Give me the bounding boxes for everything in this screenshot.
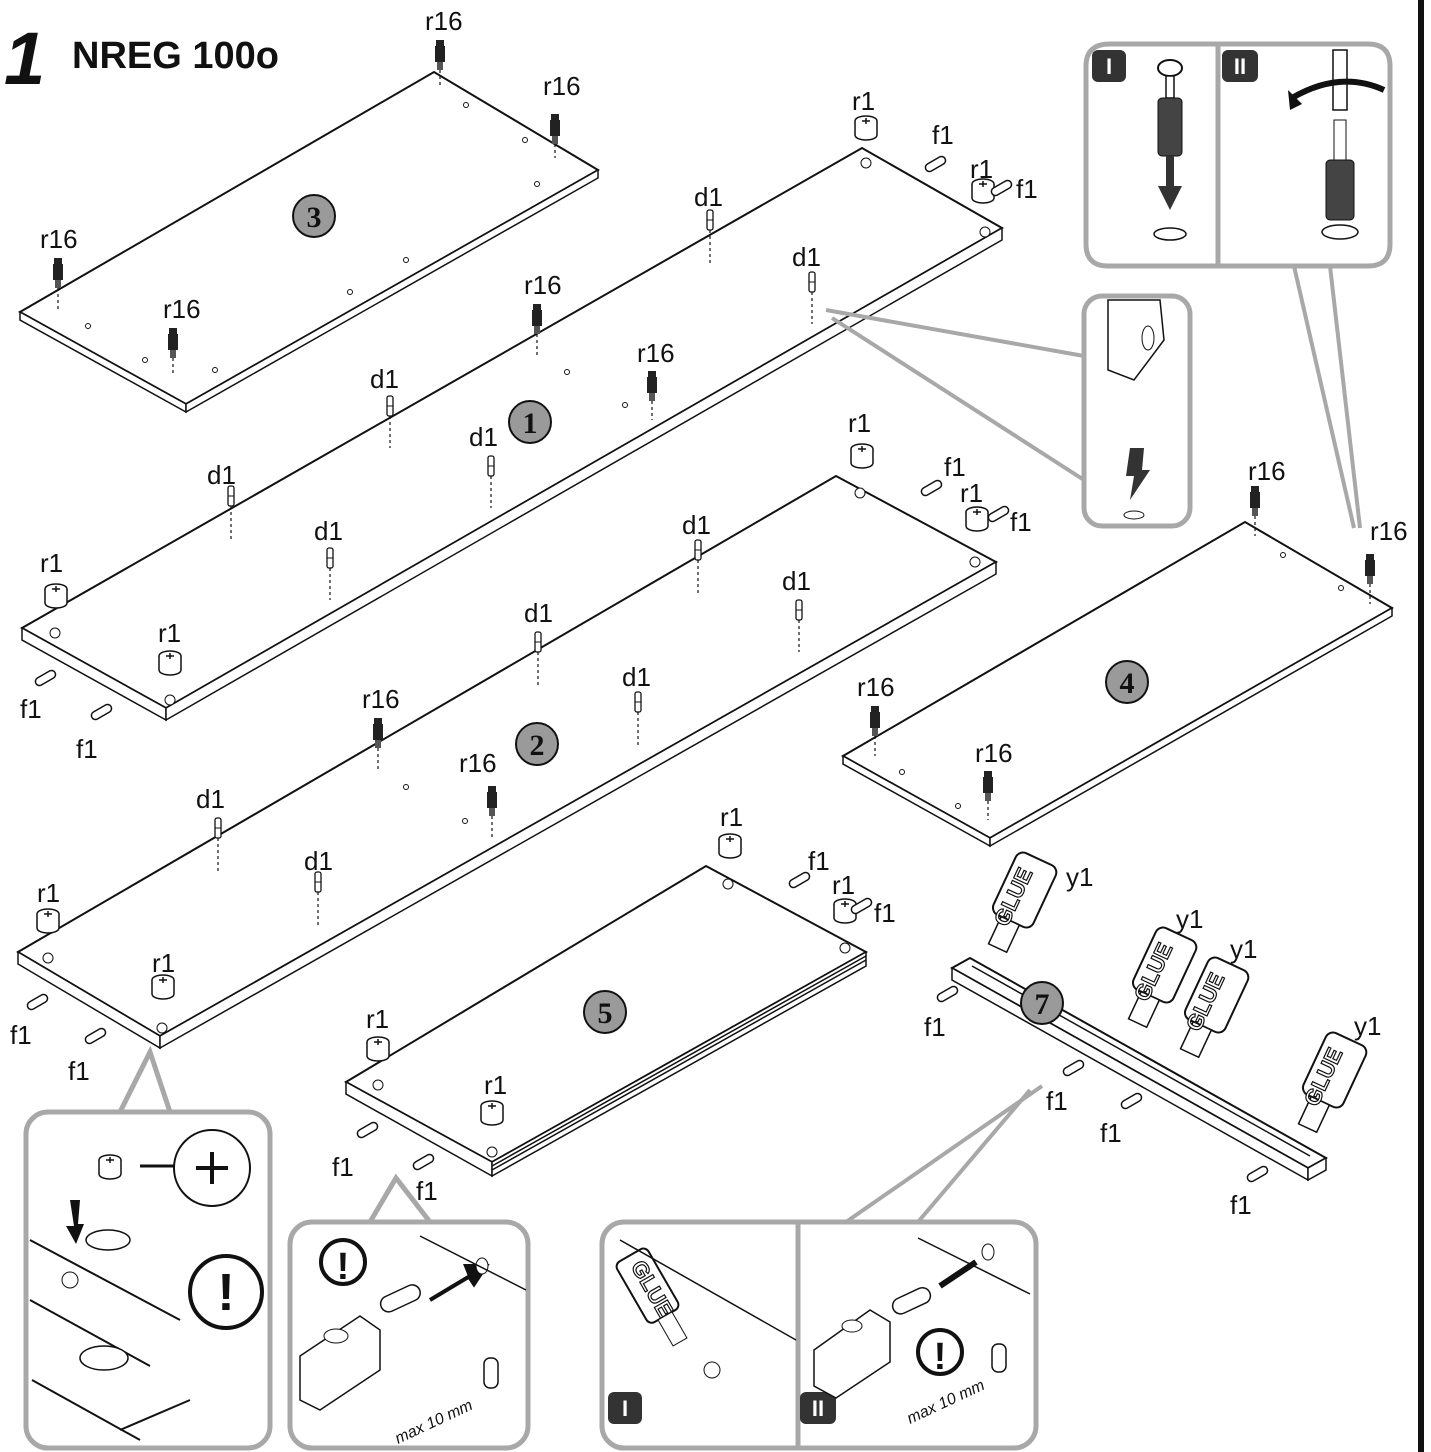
panel-3-badge: 3 bbox=[292, 194, 336, 238]
glue-bottle: GLUE bbox=[1179, 956, 1250, 1059]
svg-text:d1: d1 bbox=[304, 846, 333, 876]
svg-text:r1: r1 bbox=[852, 86, 875, 116]
svg-text:r1: r1 bbox=[40, 548, 63, 578]
panel-1-badge: 1 bbox=[508, 400, 552, 444]
svg-text:f1: f1 bbox=[944, 452, 966, 482]
page-border bbox=[1418, 0, 1424, 1452]
svg-text:r1: r1 bbox=[960, 478, 983, 508]
svg-text:f1: f1 bbox=[874, 898, 896, 928]
svg-text:r16: r16 bbox=[459, 748, 497, 778]
panel-5-badge: 5 bbox=[583, 990, 627, 1034]
svg-text:d1: d1 bbox=[314, 516, 343, 546]
callout-peg-detail bbox=[825, 293, 1193, 529]
svg-text:f1: f1 bbox=[1100, 1118, 1122, 1148]
svg-text:r16: r16 bbox=[637, 338, 675, 368]
svg-text:r16: r16 bbox=[40, 224, 78, 254]
svg-text:!: ! bbox=[934, 1336, 947, 1378]
svg-text:d1: d1 bbox=[207, 460, 236, 490]
svg-text:4: 4 bbox=[1120, 667, 1135, 700]
svg-text:r1: r1 bbox=[366, 1004, 389, 1034]
glue-bottle: GLUE bbox=[1297, 1031, 1368, 1134]
svg-text:I: I bbox=[1106, 54, 1112, 79]
glue-bottle: GLUE bbox=[1127, 926, 1198, 1029]
svg-text:r16: r16 bbox=[975, 738, 1013, 768]
svg-text:f1: f1 bbox=[1046, 1086, 1068, 1116]
glue-bottle: GLUE bbox=[987, 851, 1058, 954]
svg-text:5: 5 bbox=[598, 997, 613, 1030]
svg-text:y1: y1 bbox=[1066, 862, 1093, 892]
svg-text:II: II bbox=[812, 1396, 824, 1421]
svg-text:y1: y1 bbox=[1354, 1011, 1381, 1041]
svg-text:f1: f1 bbox=[416, 1176, 438, 1206]
svg-text:f1: f1 bbox=[1230, 1190, 1252, 1220]
svg-text:f1: f1 bbox=[20, 694, 42, 724]
svg-text:!: ! bbox=[337, 1246, 350, 1288]
svg-text:3: 3 bbox=[307, 201, 322, 234]
svg-text:d1: d1 bbox=[682, 510, 711, 540]
screw-r16 bbox=[53, 40, 1375, 838]
svg-text:d1: d1 bbox=[370, 364, 399, 394]
svg-text:f1: f1 bbox=[68, 1056, 90, 1086]
svg-text:d1: d1 bbox=[694, 182, 723, 212]
step-number: 1 bbox=[4, 17, 45, 100]
callout-screw-detail: I II bbox=[1083, 41, 1393, 529]
svg-text:y1: y1 bbox=[1230, 934, 1257, 964]
panel-7-badge: 7 bbox=[1020, 981, 1064, 1025]
svg-text:r1: r1 bbox=[484, 1070, 507, 1100]
svg-text:r16: r16 bbox=[163, 294, 201, 324]
panel-3 bbox=[17, 70, 600, 414]
svg-text:d1: d1 bbox=[792, 242, 821, 272]
svg-text:r1: r1 bbox=[720, 802, 743, 832]
svg-text:r1: r1 bbox=[970, 154, 993, 184]
svg-text:f1: f1 bbox=[808, 846, 830, 876]
svg-text:2: 2 bbox=[530, 729, 545, 762]
svg-text:r1: r1 bbox=[832, 870, 855, 900]
svg-text:d1: d1 bbox=[622, 662, 651, 692]
svg-text:r16: r16 bbox=[1248, 456, 1286, 486]
svg-text:!: ! bbox=[217, 1264, 234, 1322]
svg-text:r16: r16 bbox=[362, 684, 400, 714]
svg-text:II: II bbox=[1234, 54, 1246, 79]
svg-text:d1: d1 bbox=[196, 784, 225, 814]
svg-text:7: 7 bbox=[1035, 988, 1050, 1021]
svg-text:1: 1 bbox=[523, 407, 538, 440]
svg-text:d1: d1 bbox=[524, 598, 553, 628]
svg-text:r1: r1 bbox=[158, 618, 181, 648]
svg-text:f1: f1 bbox=[10, 1020, 32, 1050]
svg-text:f1: f1 bbox=[924, 1012, 946, 1042]
panel-2 bbox=[16, 474, 999, 1050]
panel-4-badge: 4 bbox=[1105, 660, 1149, 704]
svg-text:r16: r16 bbox=[425, 6, 463, 36]
callout-glue-detail: I II GLUE ! max 10 mm bbox=[599, 1084, 1044, 1451]
svg-text:f1: f1 bbox=[76, 734, 98, 764]
svg-text:r1: r1 bbox=[848, 408, 871, 438]
svg-text:r1: r1 bbox=[37, 878, 60, 908]
svg-text:d1: d1 bbox=[782, 566, 811, 596]
callout-cam-detail: ! bbox=[23, 1045, 273, 1451]
model-title: NREG 100o bbox=[72, 35, 279, 77]
peg-d1 bbox=[214, 209, 1140, 928]
svg-text:y1: y1 bbox=[1176, 904, 1203, 934]
svg-text:d1: d1 bbox=[469, 422, 498, 452]
svg-text:f1: f1 bbox=[1010, 507, 1032, 537]
svg-text:r16: r16 bbox=[857, 672, 895, 702]
svg-text:f1: f1 bbox=[1016, 174, 1038, 204]
panel-2-badge: 2 bbox=[515, 722, 559, 766]
svg-text:r16: r16 bbox=[524, 270, 562, 300]
svg-text:r1: r1 bbox=[152, 948, 175, 978]
svg-text:f1: f1 bbox=[332, 1152, 354, 1182]
callout-dowel-detail: ! max 10 mm bbox=[287, 1173, 531, 1451]
svg-text:f1: f1 bbox=[932, 120, 954, 150]
svg-text:I: I bbox=[622, 1396, 628, 1421]
svg-text:r16: r16 bbox=[543, 71, 581, 101]
svg-text:r16: r16 bbox=[1370, 516, 1408, 546]
